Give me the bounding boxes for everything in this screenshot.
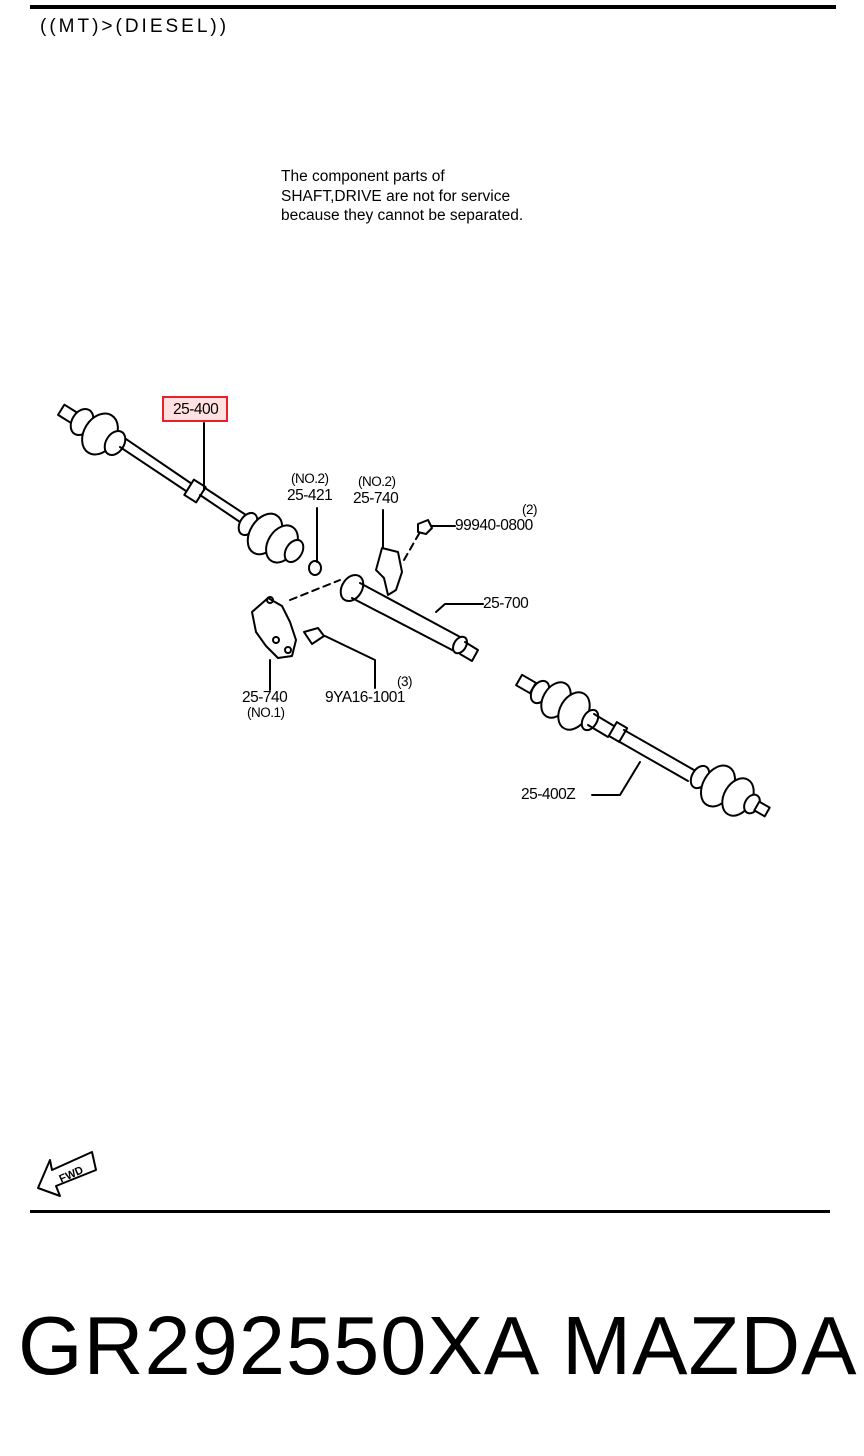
- intermediate-shaft: [339, 573, 479, 662]
- drive-shaft-lower: [515, 673, 771, 818]
- callout-25-740-no1: 25-740: [242, 689, 288, 706]
- bolt-part: [303, 627, 325, 645]
- highlight-box-25-400: [162, 396, 228, 422]
- callout-99940-0800: 99940-0800: [455, 517, 533, 534]
- nut-part: [417, 519, 433, 535]
- fwd-arrow-icon: FWD: [37, 1151, 97, 1197]
- part-number-title: GR292550XA: [18, 1299, 541, 1392]
- bracket-no1: [251, 597, 297, 659]
- callout-25-400: 25-400: [173, 401, 219, 418]
- diagram-header: ((MT)>(DIESEL)): [40, 16, 230, 37]
- callout-25-700: 25-700: [483, 595, 529, 612]
- bottom-rule: [30, 1210, 830, 1213]
- brand-name: MAZDA: [562, 1299, 858, 1392]
- callout-25-740-no2-qty: (NO.2): [358, 474, 396, 489]
- callout-99940-qty: (2): [522, 502, 538, 517]
- service-note: The component parts of SHAFT,DRIVE are n…: [281, 168, 524, 224]
- bracket-no2: [375, 547, 403, 596]
- circlip-part: [308, 560, 322, 576]
- top-rule: [30, 5, 836, 9]
- callout-25-740-no2: 25-740: [353, 490, 399, 507]
- callout-25-400z: 25-400Z: [521, 786, 576, 803]
- drive-shaft-upper: [57, 403, 305, 564]
- callout-25-421-qty: (NO.2): [291, 471, 329, 486]
- callout-25-421: 25-421: [287, 487, 333, 504]
- callout-9ya16-1001: 9YA16-1001: [325, 689, 406, 706]
- callout-9ya16-qty: (3): [397, 674, 413, 689]
- callout-25-740-no1-qty: (NO.1): [247, 705, 285, 720]
